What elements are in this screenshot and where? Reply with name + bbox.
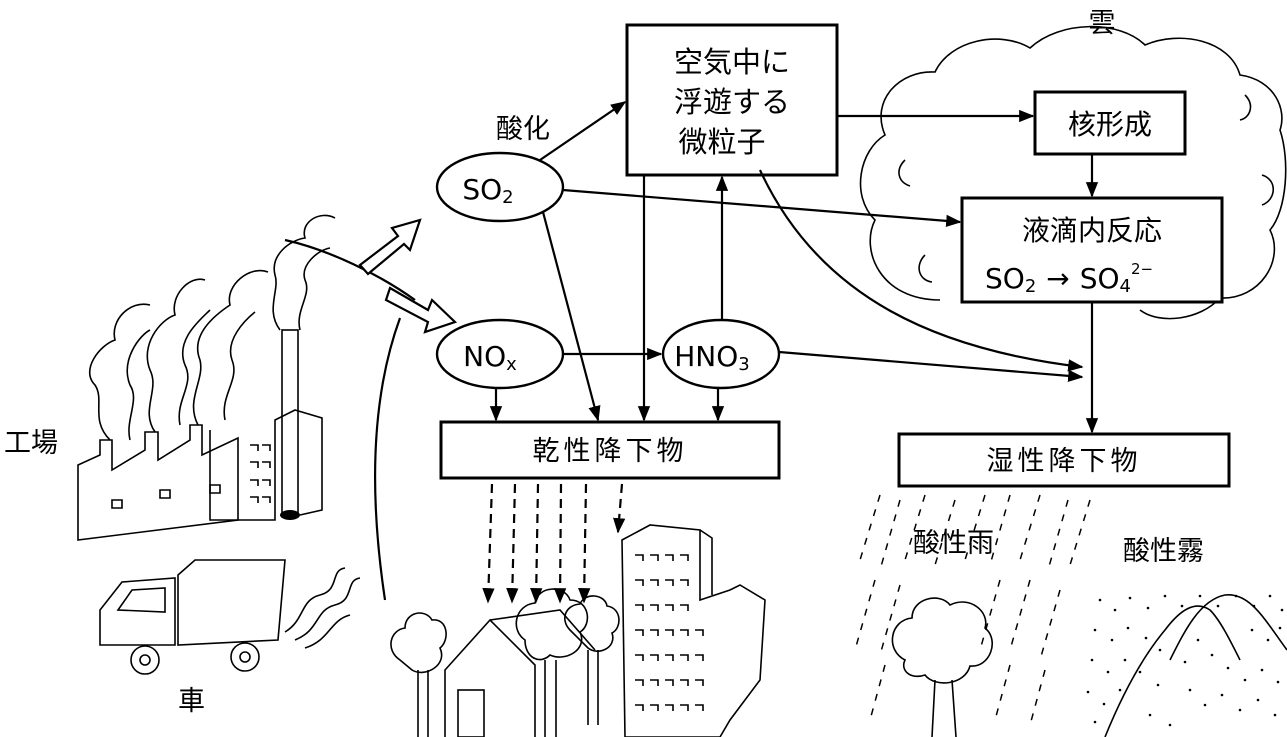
wet-deposition-label: 湿性降下物	[987, 446, 1142, 477]
nox-ellipse: NOx	[435, 318, 565, 390]
building-illustration	[621, 524, 766, 737]
house-trees-illustration	[390, 588, 620, 737]
truck-illustration	[99, 559, 361, 675]
factory-illustration	[77, 214, 336, 541]
acid-fog-label: 酸性霧	[1123, 536, 1204, 567]
hno3-label: HNO3	[674, 340, 750, 375]
particles-line-2: 浮遊する	[674, 85, 790, 119]
rain-tree-illustration	[891, 597, 994, 737]
oxidation-label: 酸化	[496, 114, 550, 145]
airborne-particles-box: 空気中に 浮遊する 微粒子	[625, 23, 839, 177]
hollow-arrow-to-so2	[358, 218, 422, 276]
nucleation-label: 核形成	[1068, 108, 1152, 141]
particles-line-1: 空気中に	[674, 45, 790, 79]
dry-fallout-dashes	[482, 483, 626, 604]
emission-flow	[284, 218, 458, 601]
nox-label: NOx	[463, 340, 517, 375]
droplet-reaction-equation: SO2→SO42−	[985, 260, 1153, 297]
cloud-label: 雲	[1089, 8, 1116, 39]
acid-fog-dots	[1086, 594, 1284, 727]
so2-label: SO2	[462, 173, 513, 208]
so2-ellipse: SO2	[435, 151, 565, 223]
car-label: 車	[178, 686, 205, 717]
acid-rain-label: 酸性雨	[913, 528, 994, 559]
dry-deposition-box: 乾性降下物	[439, 420, 781, 480]
acid-fog-mountains	[1104, 594, 1287, 737]
cloud-shape	[859, 25, 1287, 320]
flow-arrows	[489, 101, 1099, 434]
droplet-reaction-box: 液滴内反応 SO2→SO42−	[960, 196, 1224, 304]
particles-line-3: 微粒子	[678, 125, 765, 159]
droplet-reaction-label: 液滴内反応	[1022, 214, 1162, 247]
nucleation-box: 核形成	[1033, 90, 1187, 156]
factory-label: 工場	[4, 428, 58, 459]
acid-rain-streaks	[854, 494, 1091, 726]
hollow-arrow-to-nox	[384, 286, 458, 334]
hno3-ellipse: HNO3	[661, 318, 781, 390]
wet-deposition-box: 湿性降下物	[897, 432, 1231, 488]
dry-deposition-label: 乾性降下物	[533, 436, 688, 467]
